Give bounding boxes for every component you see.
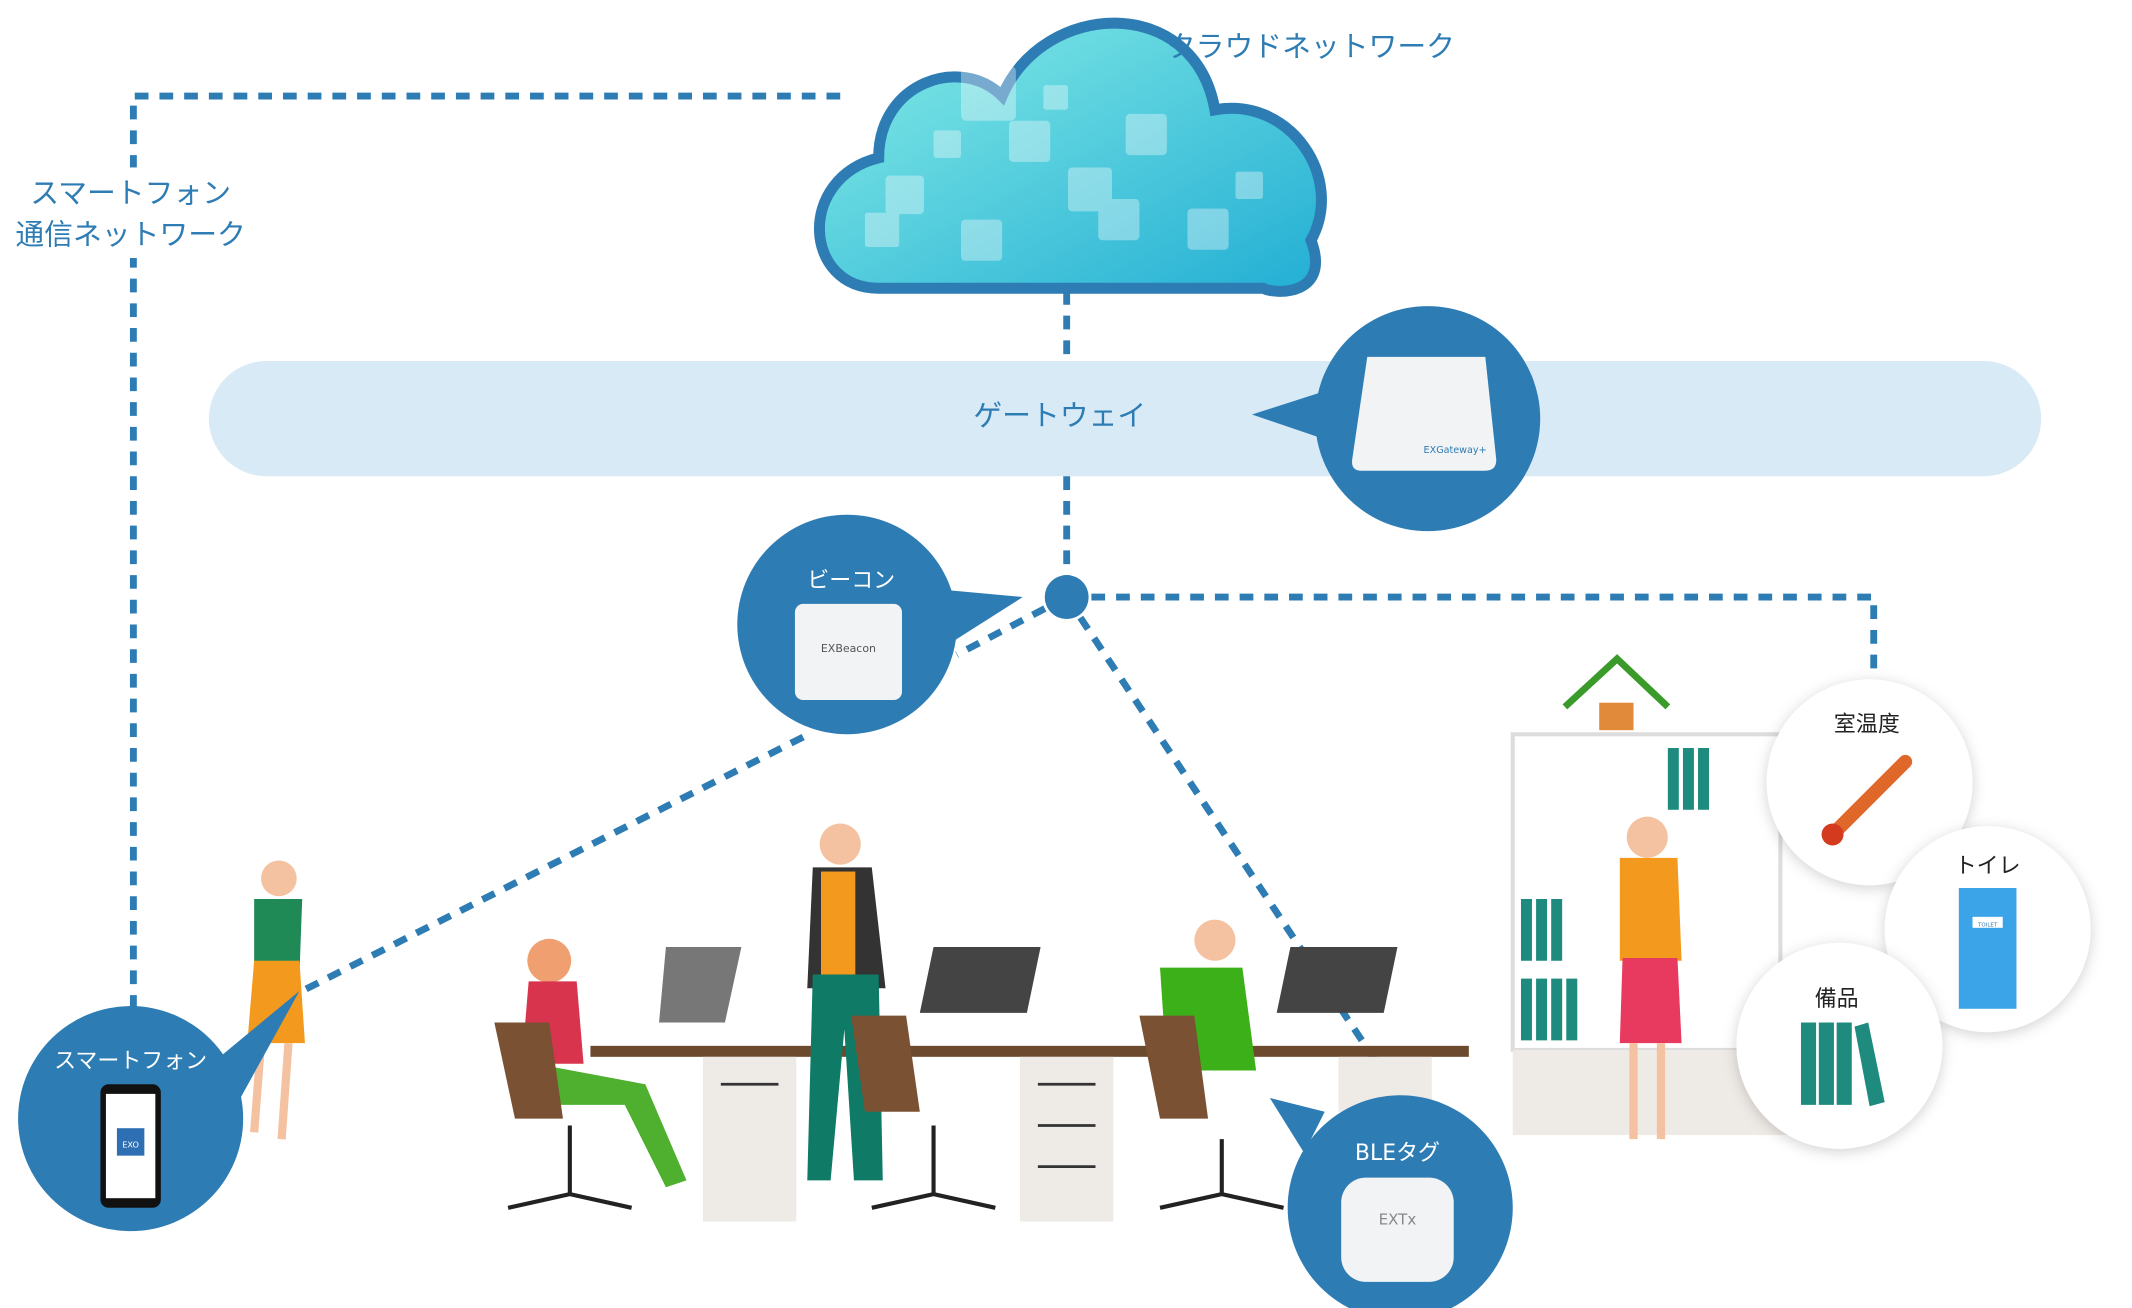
svg-text:EXO: EXO	[122, 1139, 139, 1149]
sensor-temperature	[1766, 679, 1973, 886]
svg-text:BLEタグ: BLEタグ	[1355, 1141, 1440, 1166]
network-lines	[129, 92, 1878, 1100]
svg-text:EXBeacon: EXBeacon	[821, 642, 876, 655]
gateway-bubble: EXGateway+	[1251, 306, 1541, 532]
gateway-label: ゲートウェイ	[973, 398, 1146, 432]
smartphone-network-label-line2: 通信ネットワーク	[15, 217, 246, 251]
hub-node	[1044, 575, 1089, 620]
svg-text:EXTx: EXTx	[1379, 1210, 1417, 1228]
svg-text:EXGateway+: EXGateway+	[1424, 445, 1487, 456]
sensor-toilet-label: トイレ	[1955, 854, 2021, 879]
cloud-label: クラウドネットワーク	[1167, 29, 1455, 63]
sensor-temperature-label: 室温度	[1834, 713, 1900, 738]
gateway-device-icon: EXGateway+	[1352, 356, 1497, 471]
beacon-device-icon: EXBeacon	[794, 603, 902, 700]
svg-text:スマートフォン: スマートフォン	[54, 1049, 207, 1074]
gateway-band	[208, 360, 2042, 477]
binders-icon	[1800, 1022, 1885, 1107]
ble-tag-bubble: BLEタグ EXTx	[1269, 1095, 1513, 1308]
cloud-icon	[814, 17, 1327, 297]
sensor-equipment-label: 備品	[1815, 987, 1859, 1012]
toilet-door-icon: TOILET	[1958, 888, 2017, 1009]
beacon-bubble: ビーコン EXBeacon	[737, 514, 1023, 735]
smartphone-icon: EXO	[100, 1084, 161, 1208]
svg-text:TOILET: TOILET	[1977, 922, 1998, 928]
ble-tag-device-icon: EXTx	[1341, 1177, 1454, 1282]
smartphone-bubble: スマートフォン EXO	[18, 990, 300, 1232]
svg-text:ビーコン: ビーコン	[807, 568, 895, 593]
office-illustration	[247, 654, 1822, 1222]
thermometer-icon	[1821, 754, 1913, 846]
smartphone-network-label-line1: スマートフォン	[30, 176, 231, 210]
